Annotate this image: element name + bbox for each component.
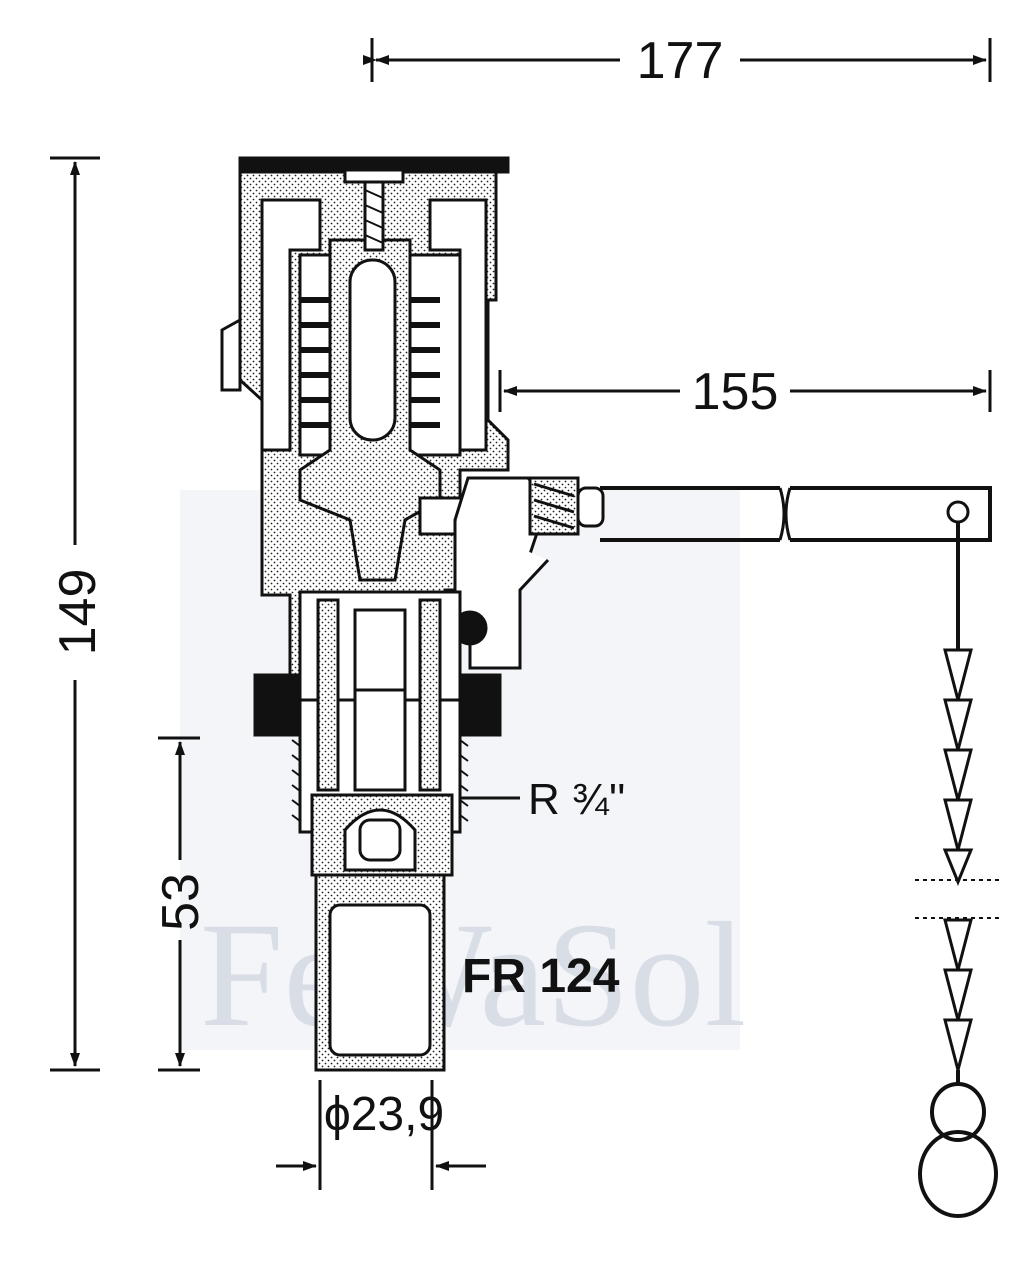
thread-label: R ¾'' [528,775,626,824]
dimension-lower-height: 53 [152,736,210,1072]
lever-arm [418,476,992,670]
valve-body [220,156,510,682]
model-label: FR 124 [462,950,620,1003]
dimension-diameter: ϕ23,9 [276,1080,486,1190]
pull-chain [915,500,1000,1218]
watermark-text: FeWaSol [200,892,746,1058]
dim-label-155: 155 [692,363,779,421]
valve-fitting [253,590,520,1072]
dim-label-53: 53 [152,873,210,931]
dimension-overall-width: 177 [363,32,992,90]
dim-label-diameter: ϕ23,9 [324,1088,444,1141]
dimension-overall-height: 149 [49,156,107,1072]
dimension-arm-length: 155 [498,363,992,421]
dim-label-149: 149 [49,569,107,656]
dim-label-177: 177 [637,32,724,90]
